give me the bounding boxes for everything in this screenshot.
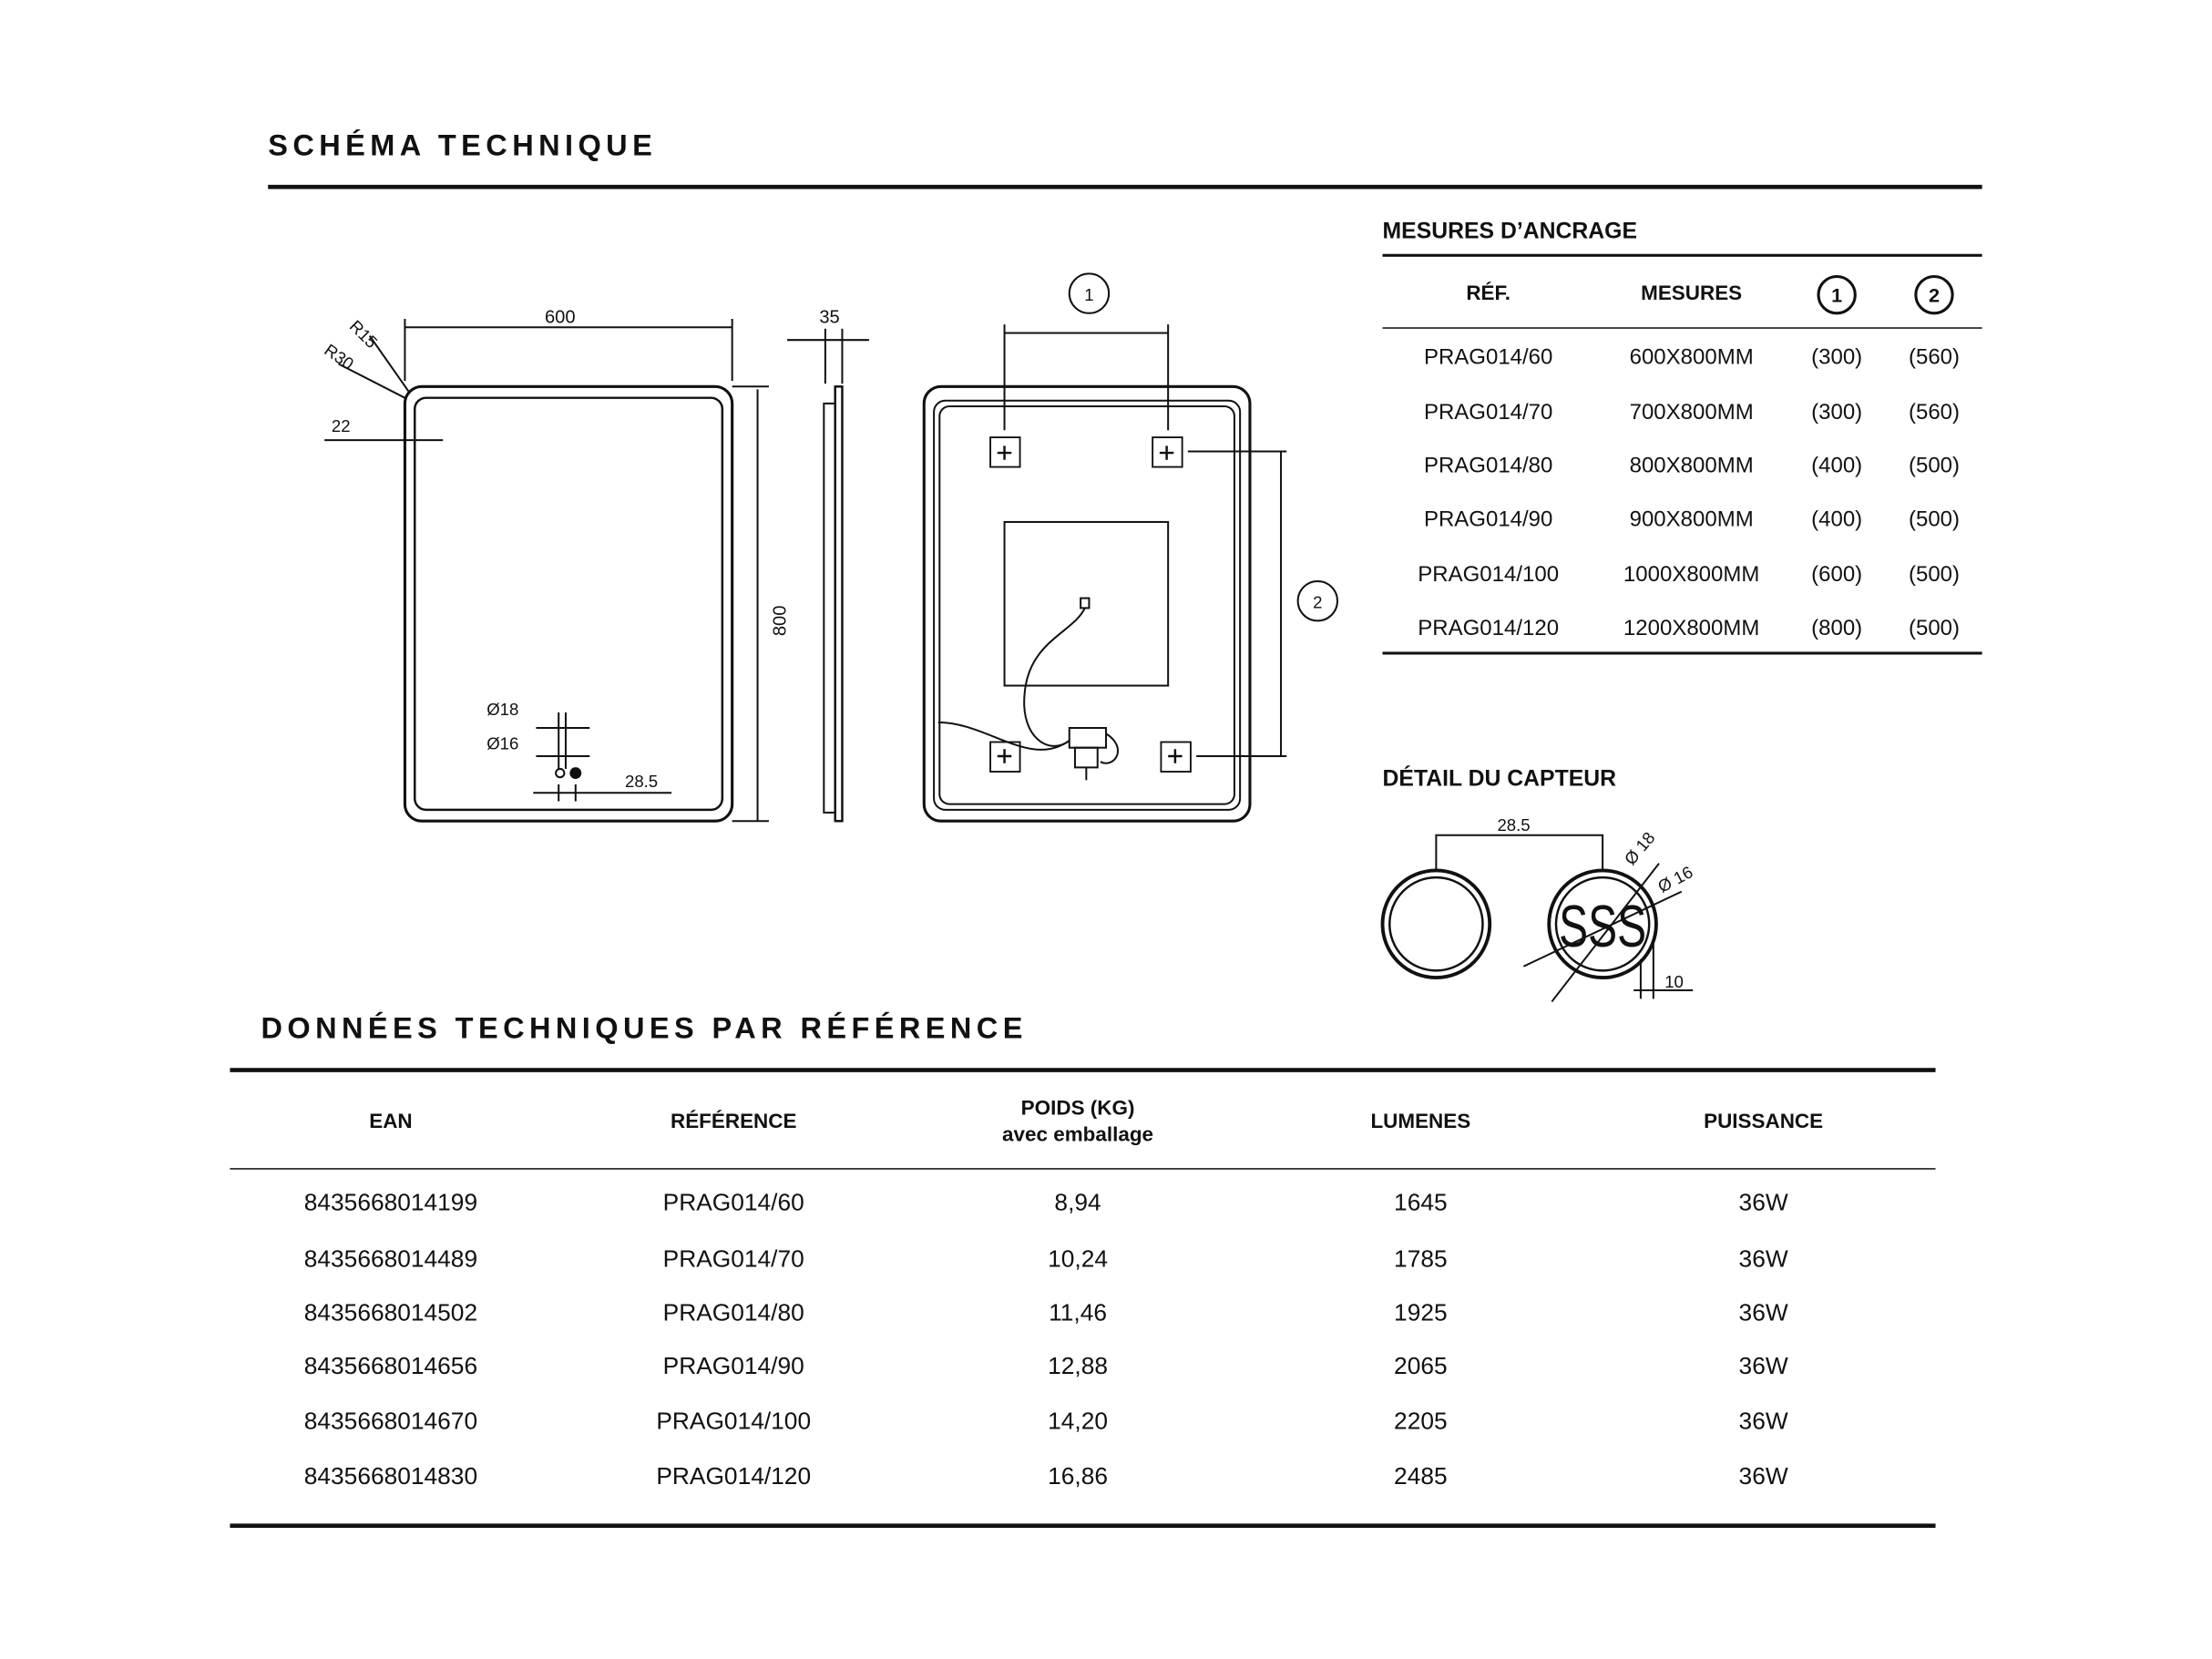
technical-cell: 2485 (1394, 1462, 1448, 1490)
anchoring-header-1: 1 (1817, 274, 1857, 315)
technical-cell: 2205 (1394, 1408, 1448, 1435)
marker-2: 2 (1313, 592, 1322, 611)
anchoring-cell: PRAG014/80 (1423, 454, 1553, 478)
anchoring-header-measures: MESURES (1641, 282, 1743, 306)
anchoring-cell: 1200X800MM (1623, 616, 1760, 641)
sensor-d18: Ø 18 (1621, 828, 1659, 868)
technical-cell: 11,46 (1049, 1299, 1108, 1326)
anchoring-cell: 700X800MM (1629, 400, 1754, 425)
depth-label: 35 (819, 308, 839, 328)
anchoring-cell: PRAG014/120 (1418, 616, 1560, 641)
technical-cell: 36W (1738, 1408, 1788, 1435)
anchoring-cell: (560) (1908, 345, 1961, 370)
divider (268, 184, 1982, 189)
technical-cell: 1785 (1394, 1245, 1448, 1273)
anchoring-cell: (500) (1908, 454, 1961, 478)
height-label: 800 (771, 606, 791, 637)
technical-cell: 8435668014830 (303, 1462, 478, 1490)
sensor-d16: Ø 16 (1654, 862, 1695, 896)
d16-label: Ø16 (486, 733, 518, 753)
technical-cell: 36W (1738, 1353, 1788, 1380)
anchoring-cell: PRAG014/100 (1418, 562, 1560, 588)
anchoring-cell: (560) (1908, 400, 1961, 425)
technical-cell: 8435668014489 (303, 1245, 478, 1273)
sensor-depth: 10 (1664, 972, 1684, 991)
anchoring-cell: (600) (1811, 562, 1863, 588)
divider (230, 1168, 1936, 1170)
technical-cell: 8435668014502 (303, 1299, 478, 1326)
technical-cell: 8435668014656 (303, 1353, 478, 1380)
header-lumens: LUMENES (1370, 1111, 1471, 1134)
back-view: 1 2 (922, 272, 1338, 823)
sensor-title: DÉTAIL DU CAPTEUR (1382, 767, 1617, 792)
divider (230, 1068, 1936, 1072)
weight-sublabel: avec emballage (1002, 1124, 1154, 1147)
anchoring-cell: PRAG014/90 (1423, 507, 1553, 532)
anchoring-cell: (300) (1811, 345, 1863, 370)
width-label: 600 (545, 308, 576, 328)
divider (1382, 253, 1982, 257)
spacing-label: 28.5 (625, 772, 658, 791)
border-label: 22 (332, 416, 351, 435)
side-view: 35 (787, 308, 869, 823)
anchoring-cell: 1000X800MM (1623, 562, 1760, 588)
header-weight: POIDS (KG) avec emballage (1002, 1096, 1153, 1150)
sensor-detail: SSS 28.5 Ø 18 Ø 16 10 (1380, 815, 1696, 1003)
technical-cell: PRAG014/120 (656, 1462, 812, 1490)
schema-title: SCHÉMA TECHNIQUE (268, 129, 658, 163)
technical-cell: 36W (1738, 1189, 1788, 1216)
marker-1: 1 (1084, 285, 1093, 304)
header-power: PUISSANCE (1704, 1111, 1824, 1134)
front-view: 600 800 R15 R30 22 Ø18 Ø16 28.5 (321, 308, 791, 823)
d18-label: Ø18 (486, 700, 518, 719)
technical-cell: 12,88 (1048, 1353, 1108, 1380)
technical-cell: 8435668014199 (303, 1189, 478, 1216)
anchoring-header-ref: RÉF. (1466, 282, 1511, 306)
technical-cell: 10,24 (1048, 1245, 1108, 1273)
technical-cell: PRAG014/90 (662, 1353, 804, 1380)
technical-cell: 36W (1738, 1299, 1788, 1326)
technical-cell: PRAG014/60 (662, 1189, 804, 1216)
anchoring-cell: (500) (1908, 616, 1961, 641)
technical-cell: 1925 (1394, 1299, 1448, 1326)
technical-cell: 36W (1738, 1462, 1788, 1490)
sensor-symbol: SSS (1559, 893, 1646, 959)
anchoring-cell: 900X800MM (1629, 507, 1754, 532)
divider (1382, 327, 1982, 329)
technical-cell: 14,20 (1048, 1408, 1108, 1435)
anchoring-cell: (300) (1811, 400, 1863, 425)
technical-cell: PRAG014/70 (662, 1245, 804, 1273)
anchoring-header-2: 2 (1914, 274, 1954, 315)
anchoring-cell: 800X800MM (1629, 454, 1754, 478)
sensor-spacing: 28.5 (1497, 815, 1530, 835)
technical-cell: 8435668014670 (303, 1408, 478, 1435)
anchoring-cell: (400) (1811, 507, 1863, 532)
r30-label: R30 (321, 340, 357, 374)
technical-cell: 16,86 (1048, 1462, 1108, 1490)
anchoring-cell: PRAG014/60 (1423, 345, 1553, 370)
technical-title: DONNÉES TECHNIQUES PAR RÉFÉRENCE (261, 1012, 1028, 1046)
weight-label: POIDS (KG) (1020, 1097, 1135, 1121)
anchoring-cell: (800) (1811, 616, 1863, 641)
anchoring-cell: (400) (1811, 454, 1863, 478)
technical-cell: 36W (1738, 1245, 1788, 1273)
anchoring-cell: PRAG014/70 (1423, 400, 1553, 425)
header-ean: EAN (369, 1111, 413, 1134)
technical-cell: PRAG014/80 (662, 1299, 804, 1326)
technical-cell: 2065 (1394, 1353, 1448, 1380)
technical-cell: 8,94 (1054, 1189, 1101, 1216)
divider (1382, 651, 1982, 655)
header-reference: RÉFÉRENCE (670, 1111, 797, 1134)
technical-cell: PRAG014/100 (656, 1408, 812, 1435)
divider (230, 1523, 1936, 1529)
anchoring-cell: (500) (1908, 507, 1961, 532)
anchoring-cell: (500) (1908, 562, 1961, 588)
anchoring-cell: 600X800MM (1629, 345, 1754, 370)
anchoring-title: MESURES D’ANCRAGE (1382, 220, 1637, 244)
technical-cell: 1645 (1394, 1189, 1448, 1216)
